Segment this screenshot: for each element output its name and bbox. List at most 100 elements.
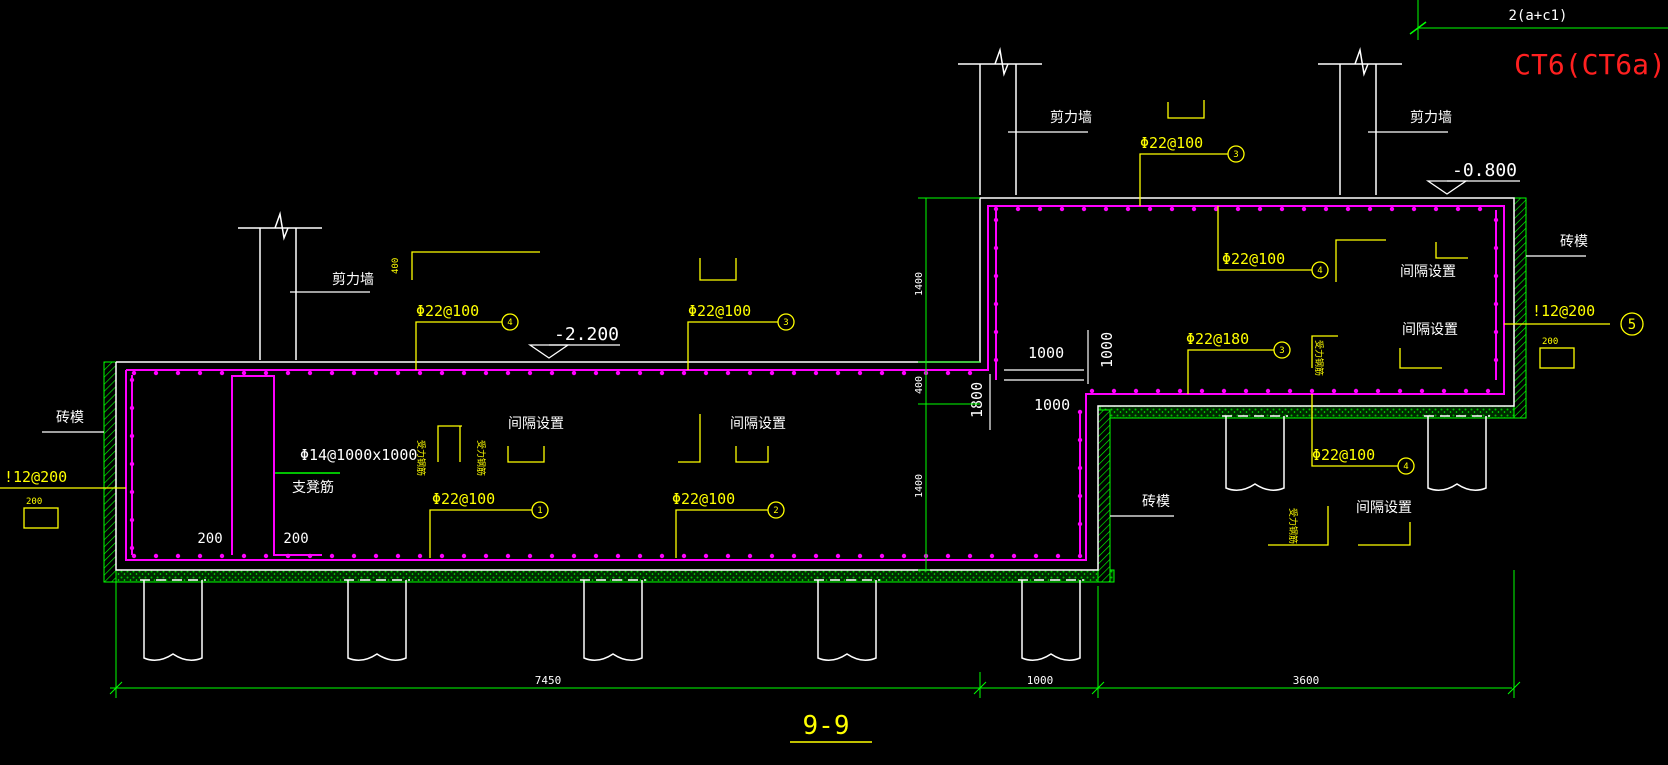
bottom-dimension-texts: 7450 1000 3600 bbox=[535, 674, 1320, 687]
rebar-dot bbox=[395, 553, 401, 559]
rebar-dot bbox=[175, 370, 181, 376]
support-bar-shape bbox=[231, 375, 322, 556]
rebar-dot bbox=[129, 545, 135, 551]
rebar-dot bbox=[1191, 206, 1197, 212]
elevation-left: -2.200 bbox=[554, 324, 619, 345]
rebar-dot bbox=[725, 553, 731, 559]
pile bbox=[583, 580, 643, 661]
rebar-dot bbox=[549, 370, 555, 376]
marker-4a: 4 bbox=[507, 318, 512, 328]
spacing-label-4: 间隔设置 bbox=[1402, 321, 1458, 337]
rebar-dot bbox=[879, 370, 885, 376]
bar-shapes bbox=[23, 100, 1575, 546]
callout-r2: Φ22@100 bbox=[688, 302, 751, 320]
rebar-dot bbox=[129, 405, 135, 411]
rebar-dot bbox=[329, 553, 335, 559]
marker-4c: 4 bbox=[1403, 462, 1408, 472]
rebar-dot bbox=[373, 553, 379, 559]
rebar-dot bbox=[901, 553, 907, 559]
rebar-dot bbox=[1213, 206, 1219, 212]
rebar-dot bbox=[131, 370, 137, 376]
rebar-dot bbox=[1493, 217, 1499, 223]
rebar-dot bbox=[307, 370, 313, 376]
marker-2: 2 bbox=[773, 506, 778, 516]
bar-shape-dims: 200 200 400 bbox=[26, 258, 1558, 507]
rebar-dot bbox=[1367, 206, 1373, 212]
callout-leaders bbox=[0, 153, 1610, 558]
rebar-dot bbox=[791, 370, 797, 376]
rebar-dot bbox=[1199, 388, 1205, 394]
dim-1000-step-b: 1000 bbox=[1034, 396, 1070, 414]
rebar-dot bbox=[857, 370, 863, 376]
dim-1400-lower: 1400 bbox=[914, 474, 925, 498]
rebar-dot bbox=[131, 553, 137, 559]
rebar-dot bbox=[1221, 388, 1227, 394]
marker-3c: 3 bbox=[1279, 346, 1284, 356]
pile bbox=[817, 580, 877, 661]
rebar-dot bbox=[659, 553, 665, 559]
rebar-dot bbox=[1397, 388, 1403, 394]
callout-r8: Φ22@100 bbox=[1312, 446, 1375, 464]
rebar-dot bbox=[417, 553, 423, 559]
rebar-dot bbox=[1103, 206, 1109, 212]
rebar-dot bbox=[505, 553, 511, 559]
support-bar-label: 支凳筋 bbox=[292, 479, 334, 495]
rebar-dot bbox=[1493, 301, 1499, 307]
rebar-dot bbox=[263, 553, 269, 559]
rebar-dot bbox=[241, 370, 247, 376]
dim-400-mid: 400 bbox=[914, 376, 925, 394]
callout-circles bbox=[501, 145, 1644, 519]
rebar-dot bbox=[571, 553, 577, 559]
rebar-dot bbox=[1375, 388, 1381, 394]
rebar-dot bbox=[175, 553, 181, 559]
pile bbox=[1021, 580, 1081, 661]
rebar-dot bbox=[967, 553, 973, 559]
rebar-dot bbox=[1493, 357, 1499, 363]
rebar-dot bbox=[1485, 388, 1491, 394]
rebar-dot bbox=[1125, 206, 1131, 212]
vertical-dimension-texts: 1400 400 1400 bbox=[914, 272, 925, 498]
callout-circle-numbers: 4 3 1 2 3 4 3 4 5 bbox=[507, 150, 1636, 516]
rebar-dot bbox=[395, 370, 401, 376]
rebar-dot bbox=[659, 370, 665, 376]
rebar-dot bbox=[1353, 388, 1359, 394]
rebar-dot bbox=[1477, 206, 1483, 212]
dim-1000-step-c: 1000 bbox=[1098, 332, 1116, 368]
rebar-dot bbox=[1345, 206, 1351, 212]
rebar-dot bbox=[1111, 388, 1117, 394]
rebar-dot bbox=[1419, 388, 1425, 394]
dim-top-right-label: 2(a+c1) bbox=[1508, 8, 1567, 24]
dim-1800-step: 1800 bbox=[968, 382, 986, 418]
rebar-dot bbox=[129, 461, 135, 467]
callout-r3: Φ22@100 bbox=[432, 490, 495, 508]
rebar-dot bbox=[1077, 521, 1083, 527]
elevation-right: -0.800 bbox=[1452, 160, 1517, 181]
rebar-dot bbox=[263, 370, 269, 376]
rebar-dot bbox=[1077, 465, 1083, 471]
rebar-dot bbox=[1265, 388, 1271, 394]
support-bar-callout: Φ14@1000x1000 bbox=[300, 446, 417, 464]
rebar-dot bbox=[1177, 388, 1183, 394]
rebar-dot bbox=[593, 553, 599, 559]
rebar-dot bbox=[1287, 388, 1293, 394]
rebar-dot bbox=[549, 553, 555, 559]
rebar-dot bbox=[129, 433, 135, 439]
rebar-dot bbox=[1155, 388, 1161, 394]
rebar-dot bbox=[1411, 206, 1417, 212]
rebar-dot bbox=[373, 370, 379, 376]
side-bar-label-3: 受力钢筋 bbox=[1314, 340, 1325, 376]
rebar-dot bbox=[439, 370, 445, 376]
rebar-dot bbox=[725, 370, 731, 376]
rebar-dot bbox=[1301, 206, 1307, 212]
rebar-dot bbox=[1077, 553, 1083, 559]
rebar-dot bbox=[1033, 553, 1039, 559]
rebar-dot bbox=[329, 370, 335, 376]
spacing-label-2: 间隔设置 bbox=[730, 415, 786, 431]
side-bar-label-4: 受力钢筋 bbox=[1288, 508, 1299, 544]
rebar-cage bbox=[125, 205, 1505, 561]
callout-r5: Φ22@100 bbox=[1140, 134, 1203, 152]
dim-200-side-right: 200 bbox=[1542, 337, 1558, 347]
dim-1400-upper: 1400 bbox=[914, 272, 925, 296]
rebar-dot bbox=[351, 370, 357, 376]
